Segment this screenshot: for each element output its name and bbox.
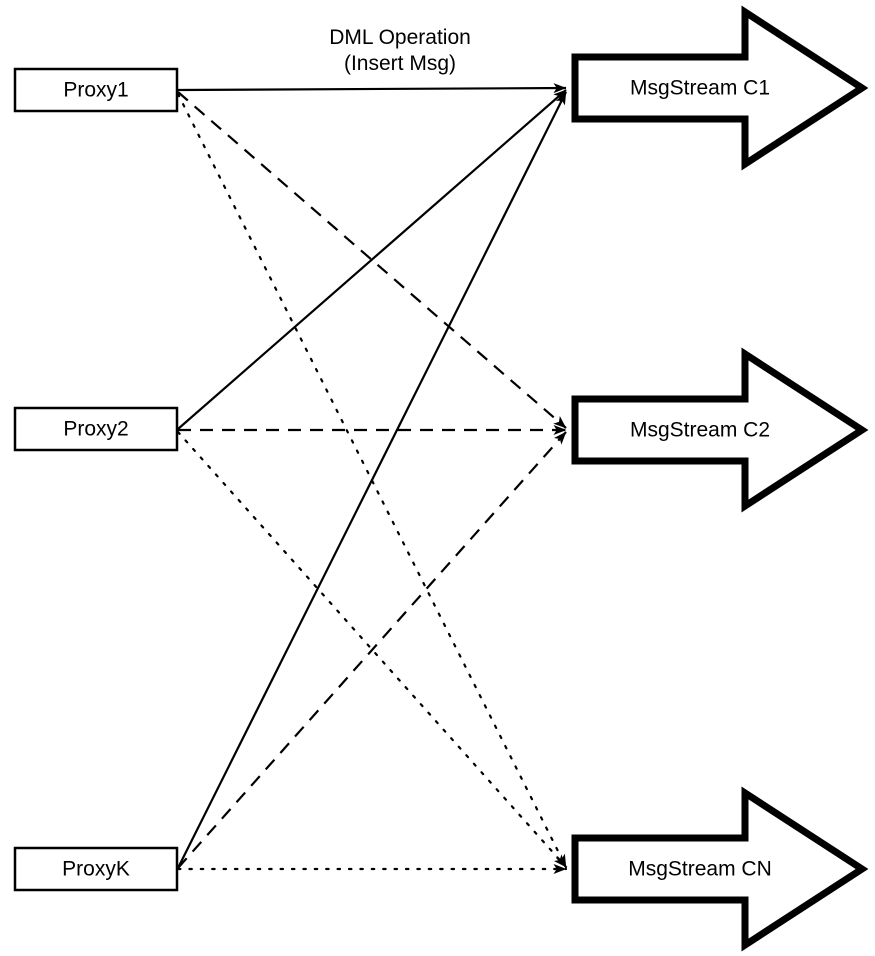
connector-layer: [176, 83, 568, 874]
msgstream-c1-label: MsgStream C1: [630, 77, 770, 100]
edge-proxyk-to-c2[interactable]: [177, 431, 567, 869]
msgstream-c1-block-arrow-icon[interactable]: [571, 5, 869, 171]
msgstream-layer: MsgStream C1 MsgStream C2 MsgStream CN: [571, 5, 869, 952]
msgstream-c2-block-arrow-icon[interactable]: [571, 347, 869, 513]
proxy1-box[interactable]: [13, 67, 179, 113]
edge-caption-line1: DML Operation: [329, 26, 471, 49]
msgstream-c2-label: MsgStream C2: [630, 419, 770, 442]
msgstream-cn-block-arrow-icon[interactable]: [571, 786, 869, 952]
msgstream-cn-label: MsgStream CN: [628, 858, 772, 881]
node-proxyk[interactable]: ProxyK: [13, 846, 179, 892]
node-proxy2[interactable]: Proxy2: [13, 406, 179, 452]
edge-proxy1-to-c2[interactable]: [177, 91, 567, 429]
edge-proxyk-to-c1[interactable]: [177, 91, 567, 869]
edge-caption-group: DML Operation (Insert Msg): [329, 26, 471, 75]
node-msgstream-cn[interactable]: MsgStream CN: [571, 786, 869, 952]
proxy2-box[interactable]: [13, 406, 179, 452]
edge-proxy1-to-c1[interactable]: [177, 83, 567, 94]
node-msgstream-c1[interactable]: MsgStream C1: [571, 5, 869, 171]
proxyk-box[interactable]: [13, 846, 179, 892]
node-proxy1[interactable]: Proxy1: [13, 67, 179, 113]
proxy1-label: Proxy1: [63, 79, 128, 102]
proxy2-label: Proxy2: [63, 418, 128, 441]
proxyk-label: ProxyK: [62, 858, 130, 881]
edge-proxy2-to-c1[interactable]: [177, 89, 567, 430]
proxy-layer: Proxy1 Proxy2 ProxyK: [13, 67, 179, 892]
node-msgstream-c2[interactable]: MsgStream C2: [571, 347, 869, 513]
edge-caption-line2: (Insert Msg): [344, 52, 456, 75]
